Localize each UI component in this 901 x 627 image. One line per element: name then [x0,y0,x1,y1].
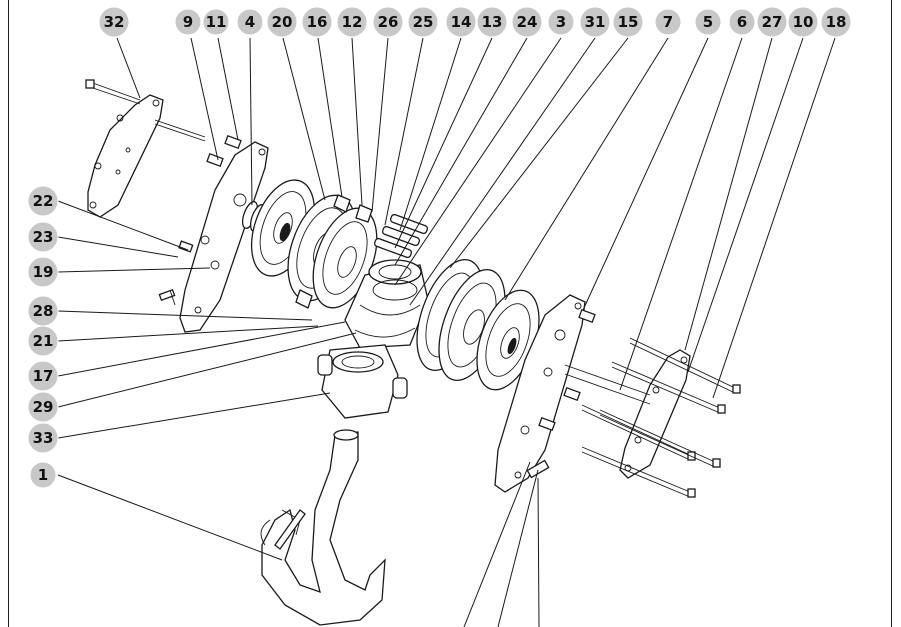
callout-23: 23 [27,221,59,253]
part-5-side-plate [494,294,596,493]
svg-text:27: 27 [762,13,783,31]
svg-text:3: 3 [556,13,566,31]
part-6-end-cover [619,349,691,479]
callout-20: 20 [266,6,298,38]
svg-text:29: 29 [33,398,54,416]
callout-22: 22 [27,185,59,217]
svg-text:32: 32 [104,13,125,31]
callout-10: 10 [787,6,819,38]
callout-25: 25 [407,6,439,38]
part-32-side-plate [85,79,206,218]
svg-text:33: 33 [33,429,54,447]
svg-text:4: 4 [245,13,255,31]
callout-13: 13 [476,6,508,38]
svg-text:7: 7 [663,13,673,31]
leader-lines [57,37,836,627]
svg-text:9: 9 [183,13,193,31]
callout-18: 18 [820,6,852,38]
svg-text:18: 18 [826,13,847,31]
svg-text:16: 16 [307,13,328,31]
svg-text:28: 28 [33,302,54,320]
callout-27: 27 [756,6,788,38]
callout-14: 14 [445,6,477,38]
svg-text:12: 12 [342,13,363,31]
svg-text:15: 15 [618,13,639,31]
callout-17: 17 [27,360,59,392]
svg-text:24: 24 [517,13,538,31]
callout-3: 3 [547,8,575,36]
part-26-pawl [295,194,373,309]
svg-text:21: 21 [33,332,54,350]
svg-text:31: 31 [585,13,606,31]
svg-text:20: 20 [272,13,293,31]
svg-text:22: 22 [33,192,54,210]
svg-text:13: 13 [482,13,503,31]
part-33-hook-body [317,344,408,419]
callout-9: 9 [174,8,202,36]
callout-1: 1 [29,461,57,489]
callout-29: 29 [27,391,59,423]
svg-text:11: 11 [206,13,227,31]
part-9-side-plate [158,135,269,333]
callout-31: 31 [579,6,611,38]
svg-text:14: 14 [451,13,472,31]
svg-text:17: 17 [33,367,54,385]
callout-7: 7 [654,8,682,36]
callout-32: 32 [98,6,130,38]
callout-33: 33 [27,422,59,454]
svg-text:6: 6 [737,13,747,31]
callout-19: 19 [27,256,59,288]
drawing-frame [8,0,892,627]
callout-6: 6 [728,8,756,36]
callout-28: 28 [27,295,59,327]
svg-text:19: 19 [33,263,54,281]
callout-24: 24 [511,6,543,38]
callout-5: 5 [694,8,722,36]
callout-12: 12 [336,6,368,38]
callout-26: 26 [372,6,404,38]
svg-text:25: 25 [413,13,434,31]
svg-text:5: 5 [703,13,713,31]
svg-text:10: 10 [793,13,814,31]
part-1-hook [260,429,386,626]
callout-15: 15 [612,6,644,38]
svg-text:26: 26 [378,13,399,31]
callout-21: 21 [27,325,59,357]
svg-text:23: 23 [33,228,54,246]
callout-16: 16 [301,6,333,38]
callout-4: 4 [236,8,264,36]
callout-11: 11 [202,8,230,36]
svg-text:1: 1 [38,466,48,484]
